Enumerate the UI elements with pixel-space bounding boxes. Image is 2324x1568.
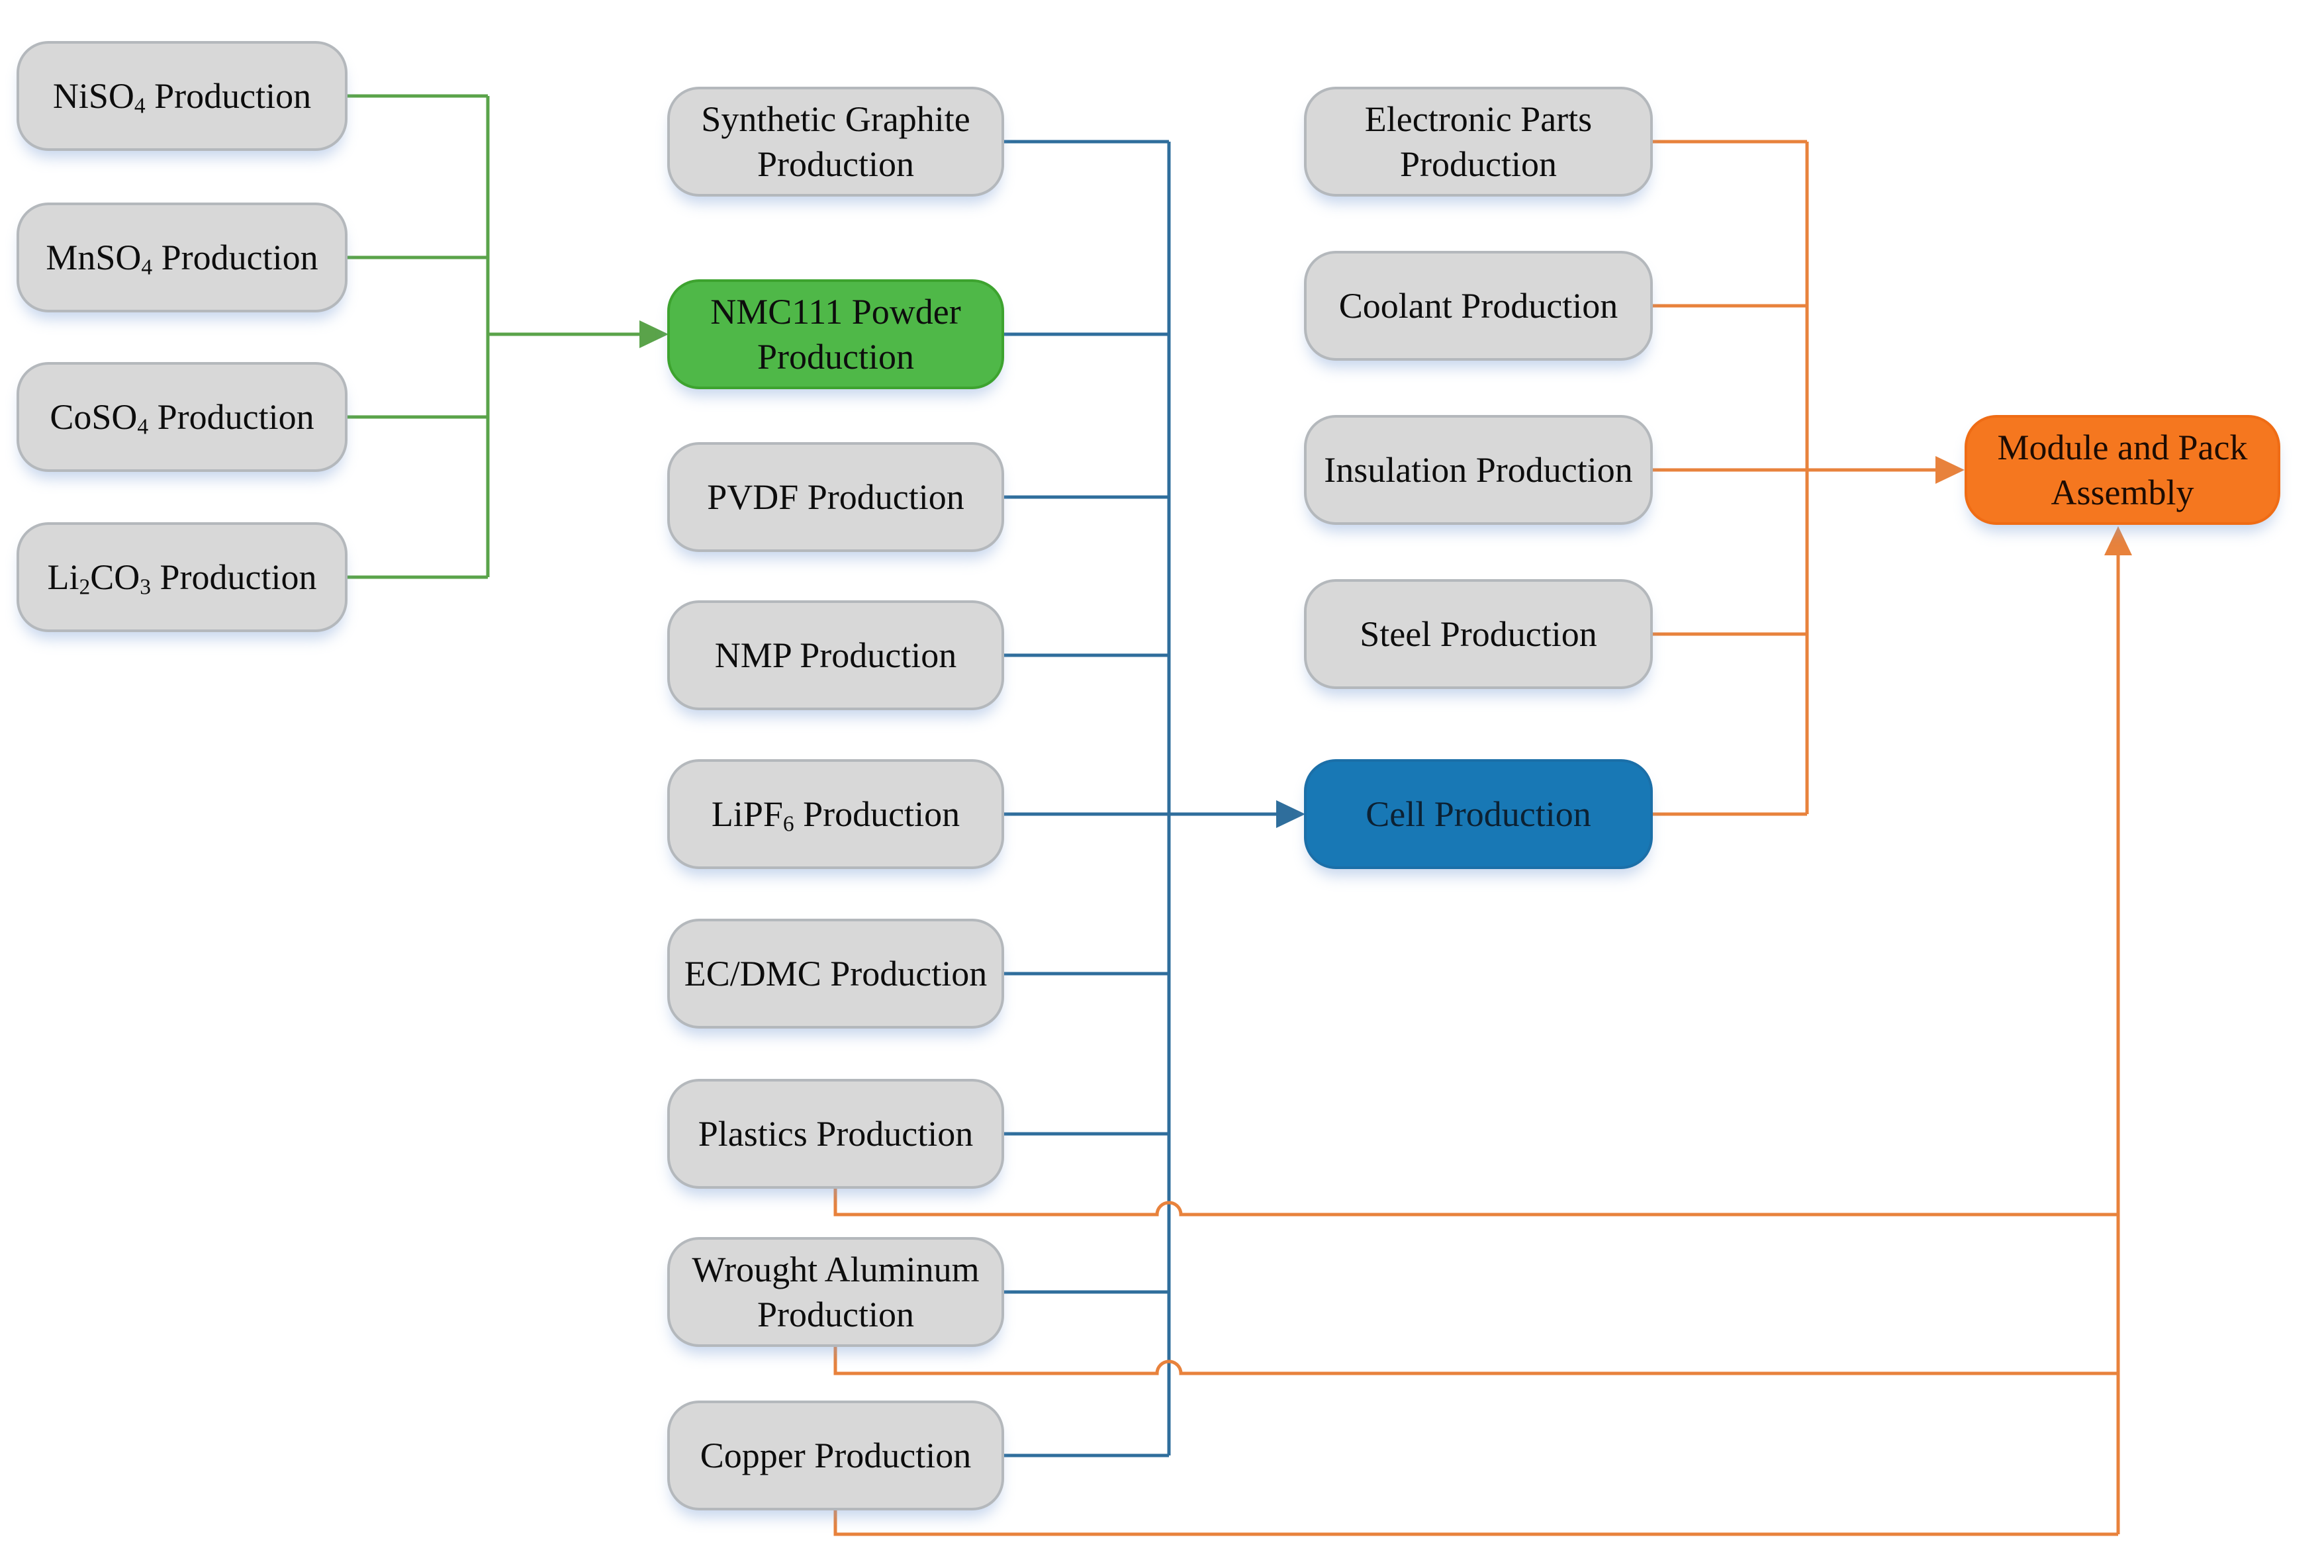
node-label: Coolant Production [1338,285,1618,326]
node-label: Li2CO3 Production [47,557,317,600]
node-label: Copper Production [700,1435,972,1475]
node-lipf6-production: LiPF6 Production [667,759,1004,869]
node-copper-production: Copper Production [667,1401,1004,1510]
node-label: MnSO4 Production [46,237,318,280]
orange-edge-paths [1646,140,1938,816]
node-wrought-aluminum-production: Wrought Aluminum Production [667,1237,1004,1347]
green-edges [341,94,669,579]
arrowhead-to-cell [1276,800,1305,828]
node-nmp-production: NMP Production [667,600,1004,710]
node-nmc111-powder-production: NMC111 Powder Production [667,279,1004,389]
node-label: Electronic Parts Production [1364,99,1593,184]
node-label: EC/DMC Production [684,953,988,993]
node-label: Synthetic Graphite Production [701,99,970,184]
node-module-and-pack-assembly: Module and Pack Assembly [1965,415,2280,525]
node-synthetic-graphite-production: Synthetic Graphite Production [667,87,1004,197]
blue-edge-paths [998,140,1279,1457]
node-coso4-production: CoSO4 Production [17,362,348,472]
node-label: Steel Production [1360,614,1597,654]
node-electronic-parts-production: Electronic Parts Production [1304,87,1653,197]
node-niso4-production: NiSO4 Production [17,41,348,151]
node-label: Module and Pack Assembly [1997,427,2248,512]
node-pvdf-production: PVDF Production [667,442,1004,552]
node-label: Cell Production [1366,794,1591,834]
node-label: NMC111 Powder Production [710,291,961,377]
green-edge-paths [341,94,642,579]
node-label: Wrought Aluminum Production [692,1249,980,1334]
node-steel-production: Steel Production [1304,579,1653,689]
node-label: PVDF Production [707,477,964,517]
node-cell-production: Cell Production [1304,759,1653,869]
node-label: Insulation Production [1324,449,1633,490]
node-insulation-production: Insulation Production [1304,415,1653,525]
blue-edges [998,140,1305,1457]
node-label: NiSO4 Production [52,75,312,118]
node-label: NMP Production [714,635,957,675]
node-li2co3-production: Li2CO3 Production [17,522,348,632]
node-ecdmc-production: EC/DMC Production [667,919,1004,1029]
node-label: Plastics Production [698,1113,974,1154]
node-mnso4-production: MnSO4 Production [17,203,348,312]
arrowhead-to-module-left [1935,456,1965,484]
orange-edges [833,140,2132,1536]
node-coolant-production: Coolant Production [1304,251,1653,361]
node-plastics-production: Plastics Production [667,1079,1004,1189]
node-label: CoSO4 Production [50,396,314,439]
orange-bypass-paths [833,554,2120,1536]
node-label: LiPF6 Production [711,794,960,837]
arrowhead-to-nmc111 [639,320,669,348]
arrowhead-to-module-bottom [2104,526,2132,555]
